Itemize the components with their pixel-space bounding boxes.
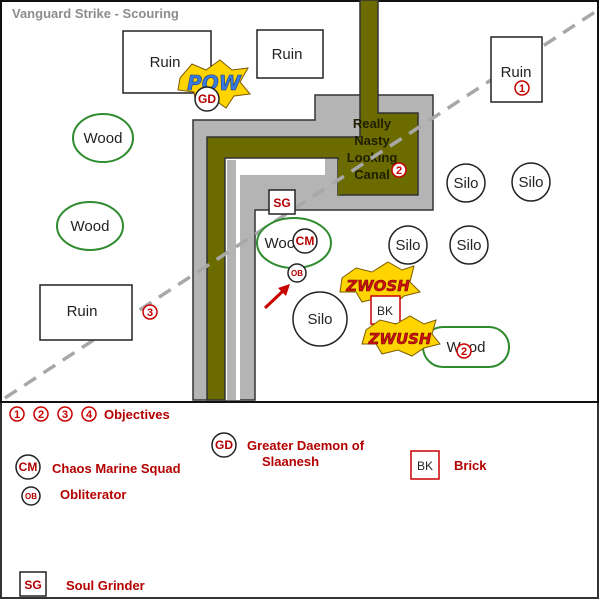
zwush-burst-icon: ZWUSH [361, 315, 441, 357]
road-inner-cutout [210, 143, 325, 400]
silo-mid-2: Silo [449, 225, 489, 265]
svg-text:CM: CM [296, 234, 315, 248]
map-border [0, 0, 599, 403]
svg-text:BK: BK [377, 304, 393, 318]
svg-text:ZWUSH: ZWUSH [368, 330, 432, 348]
svg-text:Silo: Silo [453, 175, 478, 192]
objective-marker-1: 1 [514, 80, 530, 96]
silo-upper-1: Silo [446, 163, 486, 203]
svg-text:Silo: Silo [456, 237, 481, 254]
objective-marker-wood: 2 [456, 343, 472, 359]
svg-text:1: 1 [14, 409, 20, 421]
wood-mid-left: Wood [56, 201, 124, 251]
canal-inner-gap [227, 160, 236, 400]
silo-large: Silo [292, 291, 348, 347]
legend-brick: BK Brick [410, 450, 487, 480]
svg-text:Ruin: Ruin [150, 54, 181, 71]
svg-text:2: 2 [461, 346, 467, 358]
objective-marker-3: 3 [142, 304, 158, 320]
svg-text:Ruin: Ruin [272, 46, 303, 63]
legend-gd-label-1: Greater Daemon of [247, 438, 365, 453]
unit-brick: BK [370, 295, 401, 325]
ruin-top-center: Ruin [256, 29, 324, 79]
legend-chaos-marine: CM Chaos Marine Squad [15, 454, 181, 480]
svg-text:Silo: Silo [307, 311, 332, 328]
svg-text:3: 3 [147, 307, 153, 319]
canal-label-1: Really [353, 116, 392, 131]
canal-shape [206, 0, 419, 401]
svg-text:Wood: Wood [71, 218, 110, 235]
svg-text:Silo: Silo [518, 174, 543, 191]
unit-obliterator: OB [287, 263, 307, 283]
legend-greater-daemon: GD Greater Daemon of Slaanesh [211, 432, 365, 469]
svg-text:BK: BK [417, 459, 433, 473]
legend-cm-label: Chaos Marine Squad [52, 461, 181, 476]
canal-label-4: Canal [354, 167, 389, 182]
svg-text:OB: OB [25, 492, 37, 501]
legend-sg-label: Soul Grinder [66, 578, 145, 593]
svg-text:4: 4 [86, 409, 93, 421]
zwosh-burst-icon: ZWOSH [339, 261, 421, 307]
objective-marker-canal: 2 [391, 162, 407, 178]
svg-text:3: 3 [62, 409, 68, 421]
legend-obliterator: OB Obliterator [21, 486, 126, 506]
svg-text:Ruin: Ruin [501, 64, 532, 81]
unit-greater-daemon: GD [194, 86, 220, 112]
legend-ob-label: Obliterator [60, 487, 126, 502]
legend-gd-label-2: Slaanesh [262, 454, 319, 469]
svg-text:CM: CM [19, 460, 38, 474]
svg-text:SG: SG [24, 578, 41, 592]
ruin-left: Ruin [39, 284, 133, 341]
svg-text:Ruin: Ruin [67, 303, 98, 320]
map-title: Vanguard Strike - Scouring [12, 6, 179, 21]
legend-objectives-label: Objectives [104, 407, 170, 422]
svg-text:2: 2 [396, 165, 402, 177]
svg-text:GD: GD [215, 438, 233, 452]
svg-text:ZWOSH: ZWOSH [345, 277, 410, 295]
silo-upper-2: Silo [511, 162, 551, 202]
svg-text:SG: SG [273, 196, 290, 210]
ruin-top-left: Ruin [122, 30, 212, 94]
legend-brick-label: Brick [454, 458, 487, 473]
svg-text:GD: GD [198, 92, 216, 106]
legend-soul-grinder: SG Soul Grinder [19, 571, 145, 597]
unit-chaos-marine: CM [292, 228, 318, 254]
unit-soul-grinder: SG [268, 189, 296, 215]
svg-text:2: 2 [38, 409, 44, 421]
svg-text:Wood: Wood [84, 130, 123, 147]
svg-text:Silo: Silo [395, 237, 420, 254]
legend-objectives: 1 2 3 4 Objectives [9, 406, 170, 422]
arrow-icon [263, 284, 290, 310]
svg-text:1: 1 [519, 83, 525, 95]
silo-mid-1: Silo [388, 225, 428, 265]
wood-upper-left: Wood [72, 113, 134, 163]
svg-text:OB: OB [291, 269, 303, 278]
canal-label-2: Nasty [354, 133, 390, 148]
